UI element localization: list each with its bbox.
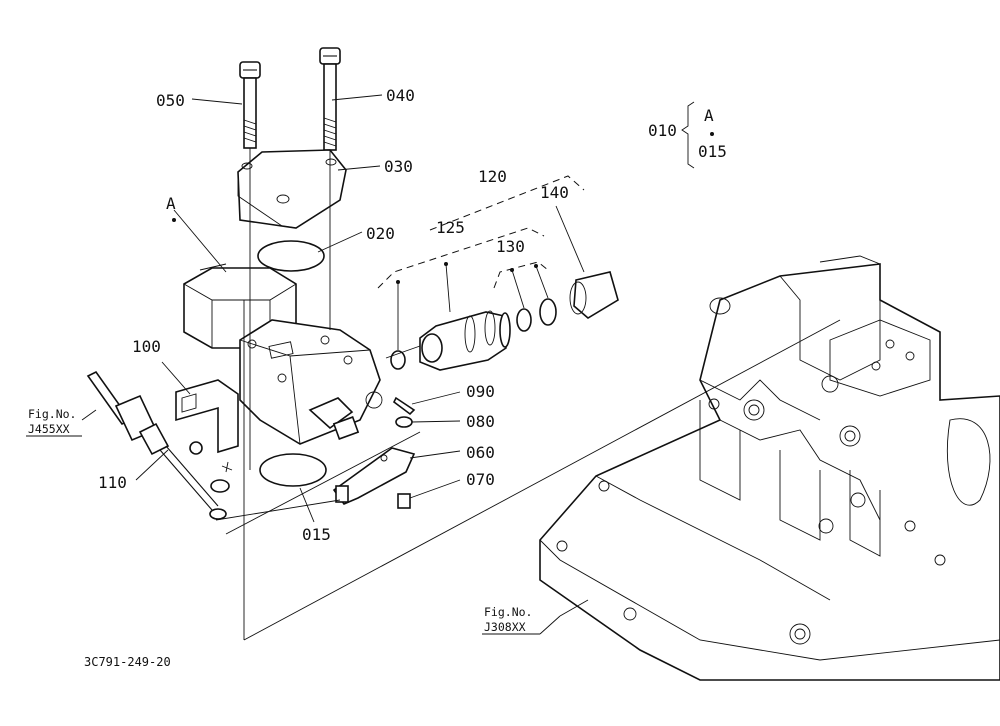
fig-ref-left-line1: Fig.No.	[28, 407, 76, 421]
brace-010	[681, 101, 695, 169]
leader-lines	[81, 94, 714, 617]
label-140: 140	[540, 183, 569, 202]
label-a-main: A	[166, 194, 176, 213]
bolt-040	[319, 47, 341, 151]
o-ring-015	[259, 453, 327, 487]
label-015: 015	[302, 525, 331, 544]
fig-ref-right-line1: Fig.No.	[484, 605, 532, 619]
group-bracket-125	[377, 227, 545, 289]
fig-ref-left-line2: J455XX	[28, 422, 70, 436]
o-ring-small-left	[390, 350, 406, 370]
label-080: 080	[466, 412, 495, 431]
label-070: 070	[466, 470, 495, 489]
label-120: 120	[478, 167, 507, 186]
drawing-code: 3C791-249-20	[84, 655, 171, 669]
label-090: 090	[466, 382, 495, 401]
valve-body	[183, 263, 383, 445]
label-a-top: A	[704, 106, 714, 125]
backup-ring-130b	[539, 298, 557, 326]
label-100: 100	[132, 337, 161, 356]
label-130: 130	[496, 237, 525, 256]
group-bracket-120	[429, 175, 585, 231]
label-040: 040	[386, 86, 415, 105]
cap-140	[569, 271, 619, 319]
label-110: 110	[98, 473, 127, 492]
label-060: 060	[466, 443, 495, 462]
label-050: 050	[156, 91, 185, 110]
assembly-lines	[215, 148, 841, 641]
pin-090	[392, 396, 416, 416]
o-ring-130a	[516, 308, 532, 332]
bolt-050	[239, 61, 261, 149]
linkage-plate-060	[332, 447, 416, 505]
o-ring-020	[257, 240, 325, 272]
label-010: 010	[648, 121, 677, 140]
label-030: 030	[384, 157, 413, 176]
bracket-100	[175, 379, 239, 454]
housing-j308	[539, 255, 1000, 681]
washer-080	[395, 416, 413, 428]
label-015-top: 015	[698, 142, 727, 161]
fig-ref-right-line2: J308XX	[484, 620, 526, 634]
label-020: 020	[366, 224, 395, 243]
cable-110	[86, 370, 233, 520]
label-125: 125	[436, 218, 465, 237]
screw-070	[397, 493, 411, 509]
spool-cartridge-125	[419, 310, 511, 371]
cover-plate-030	[237, 149, 347, 229]
group-bracket-130	[493, 261, 549, 289]
